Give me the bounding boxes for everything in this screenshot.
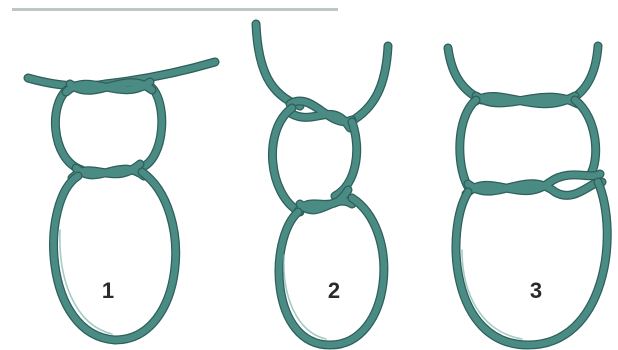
step-number-2: 2 (328, 278, 340, 303)
knot-step-2: 2 (256, 24, 388, 345)
step-number-3: 3 (530, 278, 542, 303)
step-number-1: 1 (102, 278, 114, 303)
knot-step-3: 3 (448, 46, 607, 345)
knot-step-1: 1 (28, 62, 215, 340)
